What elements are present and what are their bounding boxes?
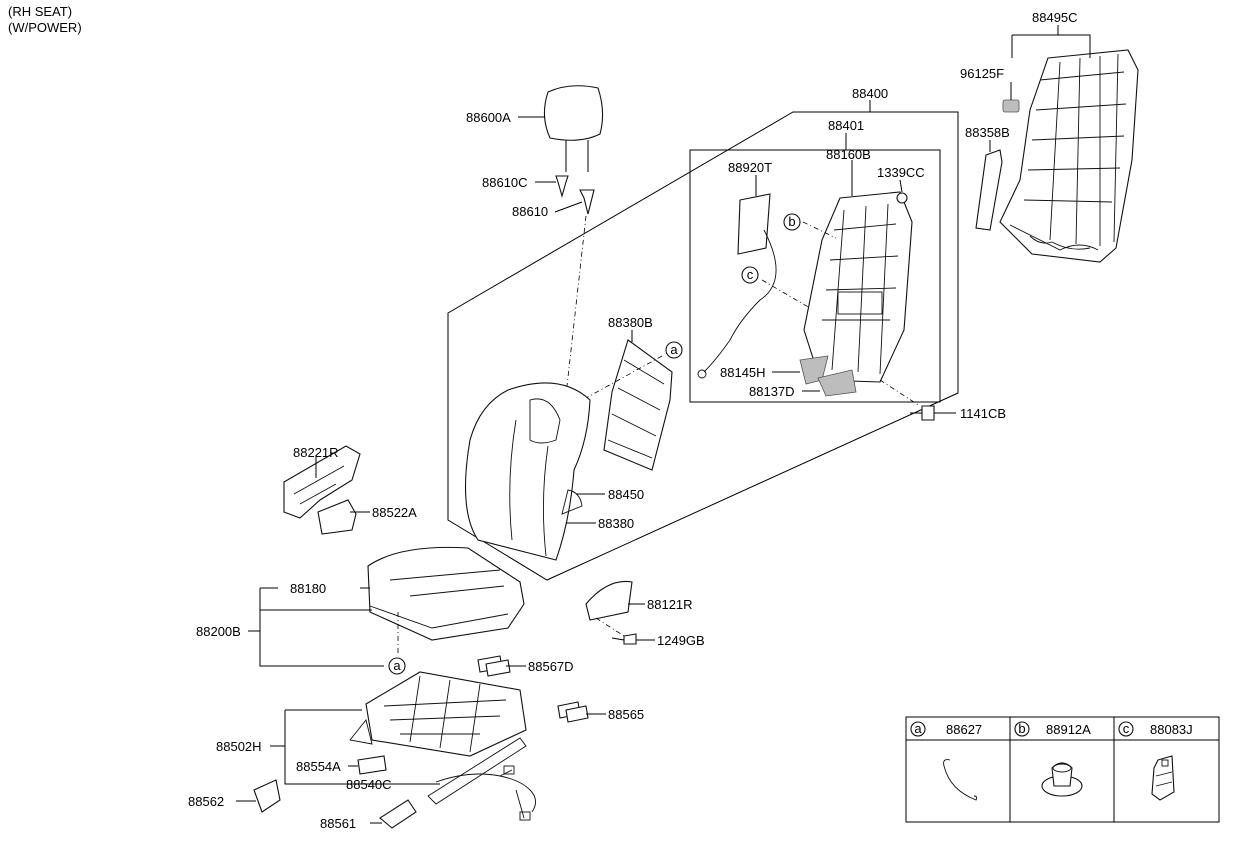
connector-icon	[1151, 755, 1175, 801]
bolt-1141CB	[910, 405, 935, 421]
dash-callout-a-back	[585, 355, 663, 399]
wire-hook-icon	[943, 759, 978, 801]
nut-1339CC	[896, 192, 908, 204]
label-88200B: 88200B	[196, 624, 241, 639]
legend-part-88083J: 88083J	[1150, 722, 1193, 737]
label-88920T: 88920T	[728, 160, 772, 175]
callout-a-upper: a	[665, 341, 683, 359]
legend-item-b: b 88912A	[1014, 721, 1091, 797]
callout-b: b	[783, 213, 801, 231]
label-1339CC: 1339CC	[877, 165, 925, 180]
svg-text:a: a	[393, 658, 401, 673]
label-88600A: 88600A	[466, 110, 511, 125]
leader-1339CC	[899, 179, 903, 193]
label-88540C: 88540C	[346, 777, 392, 792]
label-88121R: 88121R	[647, 597, 693, 612]
label-96125F: 96125F	[960, 66, 1004, 81]
label-88554A: 88554A	[296, 759, 341, 774]
label-88450: 88450	[608, 487, 644, 502]
back-frame-88160B	[803, 191, 913, 383]
bracket-88137D	[817, 369, 857, 397]
svg-text:b: b	[788, 214, 795, 229]
label-88145H: 88145H	[720, 365, 766, 380]
callout-a-lower: a	[388, 657, 406, 675]
module-88554A	[357, 755, 387, 775]
guide-88610C	[555, 175, 569, 199]
assembly-outline-88400	[447, 111, 959, 581]
dash-callout-c	[761, 279, 811, 309]
label-88522A: 88522A	[372, 505, 417, 520]
legend-table: a 88627 b 88912A c 88083J	[905, 716, 1220, 823]
cover-88121R	[585, 580, 633, 621]
label-88610C: 88610C	[482, 175, 528, 190]
label-88495C: 88495C	[1032, 10, 1078, 25]
legend-part-88627: 88627	[946, 722, 982, 737]
label-88380: 88380	[598, 516, 634, 531]
headrest-88600A	[543, 85, 604, 172]
label-88610: 88610	[512, 204, 548, 219]
callout-c: c	[741, 266, 759, 284]
label-88358B: 88358B	[965, 125, 1010, 140]
leader-88502H	[284, 709, 430, 785]
label-88401: 88401	[828, 118, 864, 133]
svg-text:a: a	[914, 721, 922, 736]
svg-text:a: a	[670, 342, 678, 357]
label-88562: 88562	[188, 794, 224, 809]
cover-88562	[253, 779, 281, 813]
leader-88495C	[1011, 34, 1091, 58]
header-rh-seat: (RH SEAT)	[8, 4, 73, 19]
harness-88540C	[435, 765, 536, 821]
dash-cover-to-screw	[595, 617, 625, 637]
subassembly-outline-88401	[689, 149, 941, 403]
svg-text:b: b	[1018, 721, 1025, 736]
label-88567D: 88567D	[528, 659, 574, 674]
legend-item-c: c 88083J	[1118, 721, 1193, 801]
label-88221R: 88221R	[293, 445, 339, 460]
screw-1249GB	[611, 633, 637, 645]
legend-item-a: a 88627	[910, 721, 982, 801]
seatback-cover-88380	[464, 382, 591, 561]
label-88380B: 88380B	[608, 315, 653, 330]
side-shield-88221R	[283, 445, 361, 519]
dash-frame-to-bolt	[879, 379, 921, 407]
clip-88565	[557, 701, 589, 723]
cushion-frame-88502H	[349, 671, 527, 805]
label-88400: 88400	[852, 86, 888, 101]
legend-part-88912A: 88912A	[1046, 722, 1091, 737]
label-1141CB: 1141CB	[960, 406, 1006, 421]
leader-88610	[554, 201, 583, 213]
clip-88567D	[477, 655, 511, 677]
label-88502H: 88502H	[216, 739, 262, 754]
leader-88200B	[259, 587, 384, 667]
cushion-88180	[367, 546, 525, 641]
label-88565: 88565	[608, 707, 644, 722]
back-cover-88495C	[999, 49, 1139, 263]
label-88180: 88180	[290, 581, 326, 596]
label-88561: 88561	[320, 816, 356, 831]
svg-text:c: c	[747, 267, 754, 282]
label-88137D: 88137D	[749, 384, 795, 399]
switch-88522A	[317, 499, 357, 535]
svg-text:c: c	[1123, 721, 1130, 736]
label-88160B: 88160B	[826, 147, 871, 162]
airbag-88920T	[697, 193, 777, 379]
push-clip-icon	[1041, 762, 1083, 797]
back-pad-88380B	[603, 339, 673, 471]
clip-96125F	[1002, 99, 1020, 113]
side-trim-88358B	[975, 149, 1003, 231]
header-w-power: (W/POWER)	[8, 20, 82, 35]
label-1249GB: 1249GB	[657, 633, 705, 648]
guide-88610	[579, 189, 595, 215]
cover-88561	[379, 799, 417, 829]
